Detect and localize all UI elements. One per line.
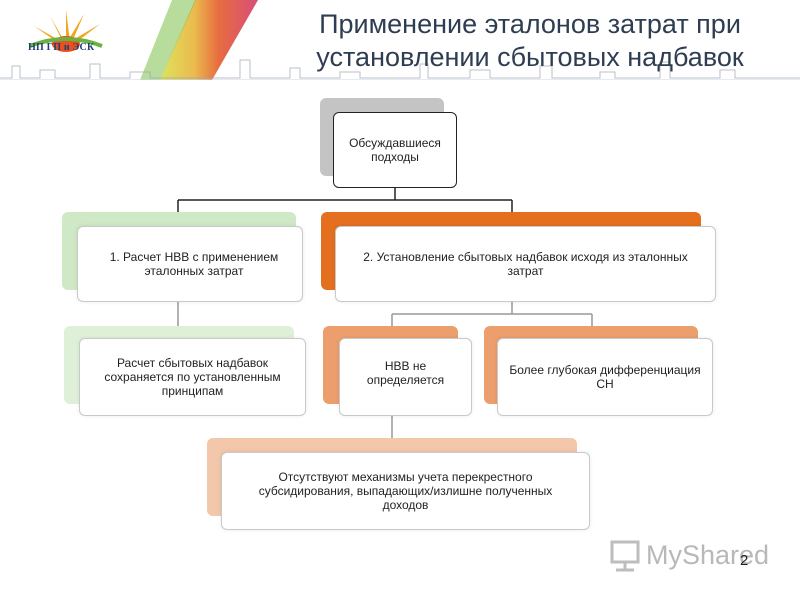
rainbow-stripe-decoration — [0, 0, 800, 80]
left-branch-node: 1. Расчет НВВ с применением эталонных за… — [77, 226, 303, 302]
title-line-1: Применение эталонов затрат при — [319, 9, 741, 39]
bottom-child-node: Отсутствуют механизмы учета перекрестног… — [221, 452, 590, 530]
root-node: Обсуждавшиеся подходы — [333, 112, 457, 188]
myshared-watermark-icon — [610, 540, 640, 572]
title-line-2: установлении сбытовых надбавок — [316, 42, 744, 72]
watermark-text: MyShared — [646, 540, 770, 570]
page-title: Применение эталонов затрат при установле… — [270, 8, 790, 74]
right-child-1-node: НВВ не определяется — [339, 338, 472, 416]
sun-logo-icon — [29, 10, 103, 52]
page-number: 2 — [740, 552, 749, 569]
right-branch-node: 2. Установление сбытовых надбавок исходя… — [335, 226, 716, 302]
logo-text: НП ГП и ЭСК — [28, 42, 95, 53]
left-child-node: Расчет сбытовых надбавок сохраняется по … — [79, 338, 306, 416]
right-child-2-node: Более глубокая дифференциация СН — [497, 338, 713, 416]
